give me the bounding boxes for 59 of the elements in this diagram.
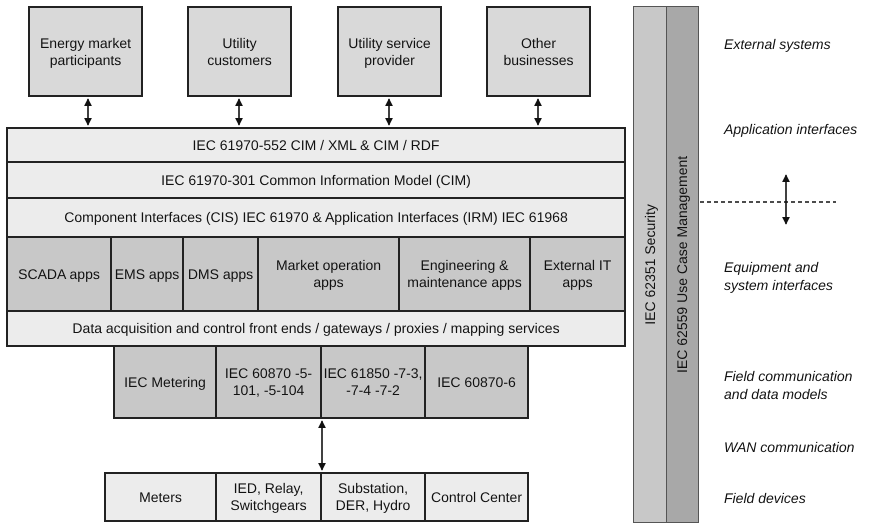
box-label: External IT apps [542, 257, 612, 291]
standard-box [257, 236, 400, 312]
system-box [187, 6, 292, 97]
layer-caption: Equipment and system interfaces [724, 258, 834, 294]
layer-band [6, 310, 626, 347]
box-label: IEC 60870-6 [437, 374, 516, 390]
layer-caption: Application interfaces [724, 120, 858, 138]
system-box [337, 6, 442, 97]
box-label: Meters [139, 488, 182, 506]
system-box [28, 6, 143, 97]
box-label: Energy market participants [38, 34, 132, 68]
box-label: SCADA apps [18, 266, 100, 282]
box-label: IEC 61970-552 CIM / XML & CIM / RDF [192, 136, 440, 154]
box-label: IEC 61970-301 Common Information Model (CIM) [161, 172, 471, 188]
box-label: DMS apps [188, 266, 254, 282]
vertical-label: IEC 62351 Security [642, 204, 659, 325]
box-label: IEC 60870 -5-101, -5-104 [224, 365, 314, 399]
double-arrow [318, 420, 326, 471]
double-arrow [235, 98, 243, 126]
box-label: Other businesses [502, 34, 575, 68]
box-label: Component Interfaces (CIS) IEC 61970 & Application Interfaces (IRM) IEC 61968 [64, 209, 568, 226]
layer-caption: Field communication and data models [724, 367, 854, 404]
standard-box [529, 236, 626, 312]
layer-band [6, 127, 626, 163]
box-label: Data acquisition and control front ends / gateways / proxies / mapping services [72, 320, 560, 337]
box-label: IEC Metering [124, 374, 206, 390]
standard-box [113, 345, 217, 419]
device-box [424, 472, 529, 522]
layer-caption: Field devices [724, 489, 807, 508]
vertical-bar [633, 6, 668, 523]
box-label: Market operation apps [274, 257, 382, 291]
box-label: Control Center [430, 488, 522, 506]
layer-band [6, 161, 626, 199]
device-box [320, 472, 426, 522]
standard-box [110, 236, 184, 312]
vertical-bar [666, 6, 699, 523]
device-box [104, 472, 217, 522]
box-label: IED, Relay, Switchgears [229, 480, 308, 514]
standard-box [215, 345, 322, 419]
box-label: Utility customers [206, 34, 273, 68]
box-label: EMS apps [114, 266, 180, 282]
standard-box [398, 236, 531, 312]
box-label: Utility service provider [347, 34, 432, 68]
box-label: Engineering & maintenance apps [406, 257, 523, 291]
standard-box [6, 236, 112, 312]
double-arrow [385, 98, 393, 126]
box-label: IEC 61850 -7-3, -7-4 -7-2 [322, 365, 424, 399]
double-arrow [534, 98, 542, 126]
layer-caption: WAN communication [724, 438, 856, 456]
layer-caption: External systems [724, 35, 832, 54]
standard-box [320, 345, 426, 419]
standard-box [424, 345, 529, 419]
layer-band [6, 197, 626, 238]
system-box [486, 6, 591, 97]
device-box [215, 472, 322, 522]
standard-box [182, 236, 259, 312]
box-label: Substation, DER, Hydro [334, 480, 412, 514]
vertical-label: IEC 62559 Use Case Management [674, 156, 691, 374]
double-arrow [84, 98, 92, 126]
